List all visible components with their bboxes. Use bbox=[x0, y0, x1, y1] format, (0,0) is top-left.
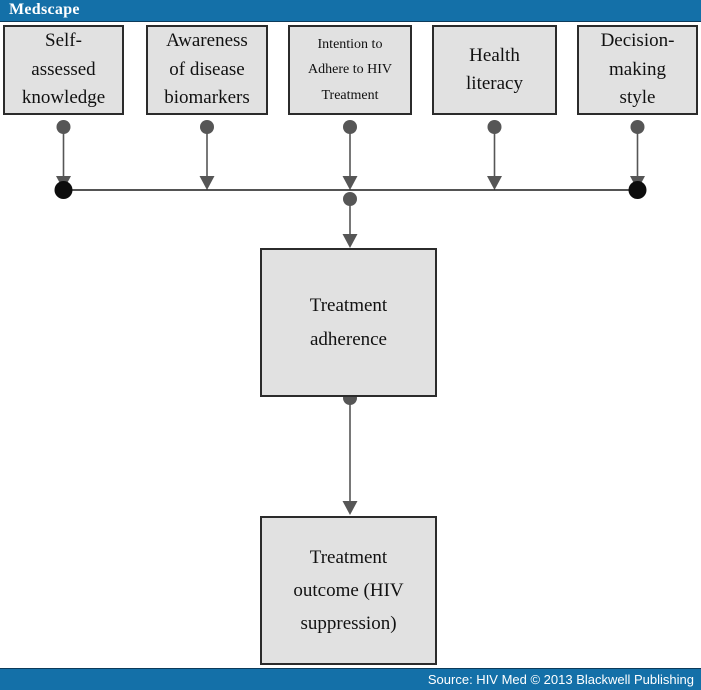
footer-bar: Source: HIV Med © 2013 Blackwell Publish… bbox=[0, 668, 701, 690]
arrow-from-health-literacy bbox=[487, 120, 502, 190]
box-health-literacy: Health literacy bbox=[432, 25, 557, 115]
box-treatment-outcome: Treatment outcome (HIV suppression) bbox=[260, 516, 437, 665]
arrow-from-self-assessed bbox=[56, 120, 71, 190]
box-awareness-disease-biomarkers: Awareness of disease biomarkers bbox=[146, 25, 268, 115]
source-credit: Source: HIV Med © 2013 Blackwell Publish… bbox=[427, 672, 694, 687]
box-treatment-adherence: Treatment adherence bbox=[260, 248, 437, 397]
box-intention-to-adhere: Intention to Adhere to HIV Treatment bbox=[288, 25, 412, 115]
box-self-assessed-knowledge: Self- assessed knowledge bbox=[3, 25, 124, 115]
header-bar: Medscape bbox=[0, 0, 701, 22]
arrow-from-intention bbox=[342, 120, 358, 190]
arrow-to-adherence bbox=[342, 192, 358, 248]
medscape-logo: Medscape bbox=[9, 1, 80, 18]
arrow-to-outcome bbox=[342, 391, 358, 515]
arrow-from-awareness bbox=[199, 120, 215, 190]
collector-line bbox=[54, 181, 647, 199]
arrow-from-decision-style bbox=[630, 120, 645, 190]
box-decision-making-style: Decision- making style bbox=[577, 25, 698, 115]
